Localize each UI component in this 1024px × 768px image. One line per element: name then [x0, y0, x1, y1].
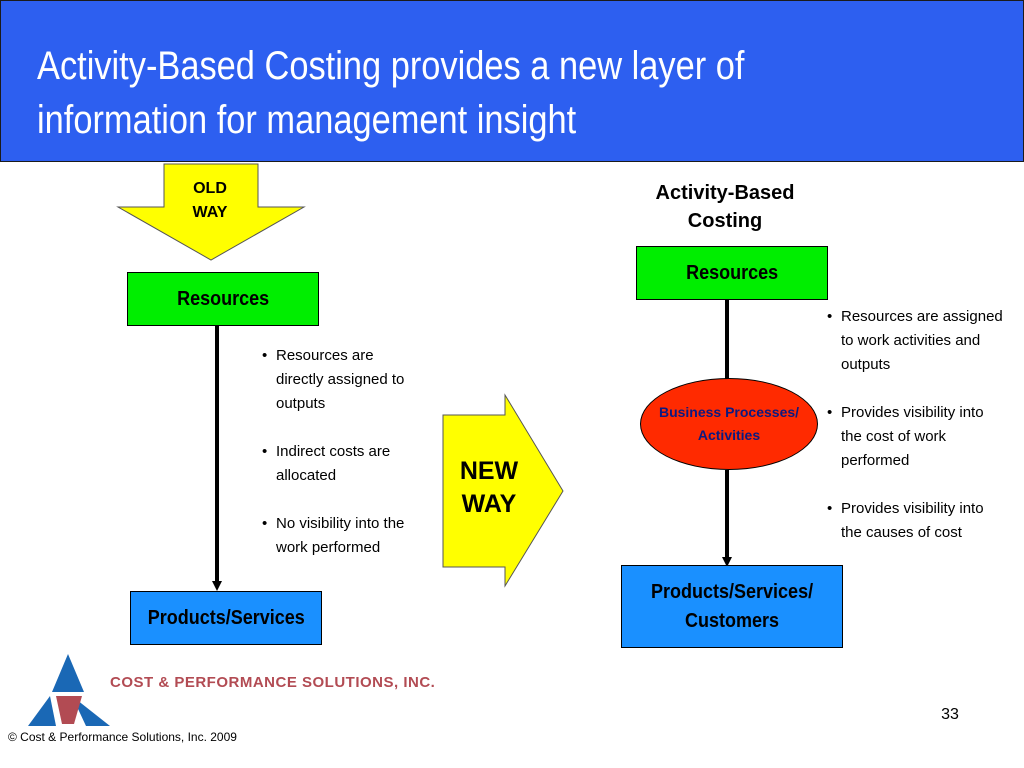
abc-connector-line-top — [725, 300, 729, 380]
list-item: Resources are directly assigned to outpu… — [262, 344, 412, 416]
abc-heading: Activity-Based Costing — [620, 179, 830, 235]
list-item: No visibility into the work performed — [262, 512, 412, 560]
slide-title-line-1: Activity-Based Costing provides a new la… — [37, 44, 745, 88]
page-number: 33 — [941, 706, 959, 723]
business-processes-label-line-1: Business Processes/ — [658, 404, 800, 420]
old-way-label: OLD WAY — [170, 177, 250, 225]
slide-title: Activity-Based Costing provides a new la… — [37, 39, 863, 147]
old-resources-box: Resources — [127, 272, 319, 326]
abc-bullets: Resources are assigned to work activitie… — [827, 305, 1007, 545]
company-logo-icon — [28, 654, 110, 726]
list-item: Indirect costs are allocated — [262, 440, 412, 488]
old-products-box: Products/Services — [130, 591, 322, 645]
company-logo-text: COST & PERFORMANCE SOLUTIONS, INC. — [110, 674, 436, 691]
slide-title-line-2: information for management insight — [37, 98, 577, 142]
copyright-text: © Cost & Performance Solutions, Inc. 200… — [8, 730, 237, 744]
business-processes-oval: Business Processes/ Activities — [640, 378, 818, 470]
list-item: Provides visibility into the causes of c… — [827, 497, 1007, 545]
abc-resources-box: Resources — [636, 246, 828, 300]
abc-products-label-line-1: Products/Services/ — [650, 580, 814, 603]
old-resources-label: Resources — [176, 287, 270, 310]
old-way-bullets: Resources are directly assigned to outpu… — [262, 344, 412, 560]
title-bar: Activity-Based Costing provides a new la… — [0, 0, 1024, 162]
old-way-label-line-2: WAY — [192, 204, 228, 221]
old-connector-arrowhead — [212, 581, 222, 591]
old-products-label: Products/Services — [147, 606, 305, 629]
old-way-arrow — [116, 163, 306, 261]
old-way-label-line-1: OLD — [193, 180, 227, 197]
abc-heading-line-1: Activity-Based — [655, 182, 795, 204]
abc-products-box: Products/Services/ Customers — [621, 565, 843, 648]
new-way-label: NEW WAY — [448, 455, 530, 521]
new-way-arrow — [442, 393, 564, 588]
new-way-label-line-1: NEW — [459, 457, 519, 485]
new-way-label-line-2: WAY — [461, 490, 517, 518]
abc-connector-line-bottom — [725, 470, 729, 558]
abc-heading-line-2: Costing — [687, 210, 763, 232]
abc-connector-arrowhead — [722, 557, 732, 567]
business-processes-label-line-2: Activities — [697, 427, 761, 443]
list-item: Provides visibility into the cost of wor… — [827, 401, 1007, 473]
list-item: Resources are assigned to work activitie… — [827, 305, 1007, 377]
abc-products-label-line-2: Customers — [684, 609, 780, 632]
abc-resources-label: Resources — [685, 261, 779, 284]
old-connector-line — [215, 326, 219, 582]
